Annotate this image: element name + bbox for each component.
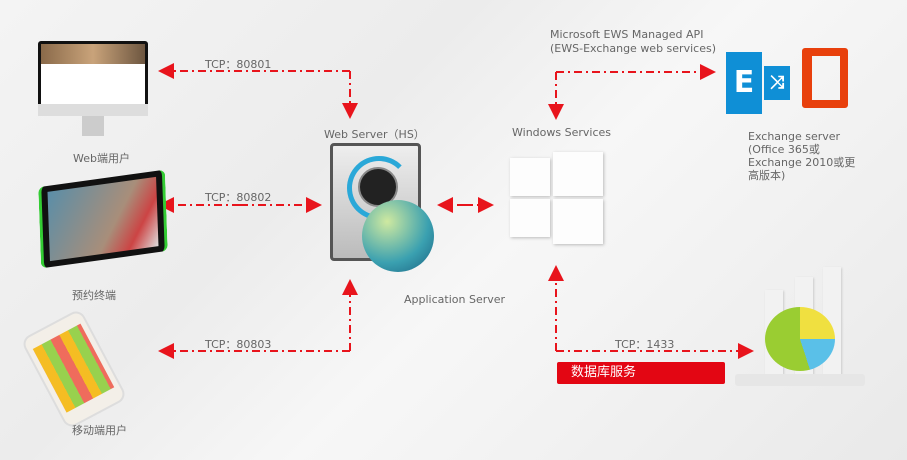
label-ews-desc: (EWS-Exchange web services) (550, 42, 716, 55)
exchange-line-3: Exchange 2010或更 (748, 156, 856, 169)
label-tcp-80802: TCP：80802 (205, 191, 272, 204)
label-kiosk: 预约终端 (72, 289, 116, 302)
label-mobile-user: 移动端用户 (72, 424, 127, 437)
office-icon (802, 48, 848, 108)
db-service-label: 数据库服务 (571, 365, 637, 380)
monitor-icon (38, 41, 148, 116)
db-service-badge: 数据库服务 (557, 362, 725, 384)
label-tcp-1433: TCP：1433 (615, 338, 675, 351)
label-web-server: Web Server（HS） (324, 128, 425, 141)
exchange-line-1: Exchange server (748, 130, 841, 143)
database-chart-icon (735, 262, 865, 390)
label-windows-services: Windows Services (512, 126, 611, 139)
label-exchange-server: Exchange server (Office 365或 Exchange 20… (748, 130, 855, 182)
exchange-icon: E ⤨ (726, 52, 790, 114)
label-web-user: Web端用户 (73, 152, 130, 165)
exchange-line-4: 高版本) (748, 169, 786, 182)
monitor-stand (82, 116, 104, 136)
exchange-line-2: (Office 365或 (748, 143, 820, 156)
label-tcp-80803: TCP：80803 (205, 338, 272, 351)
label-tcp-80801: TCP：80801 (205, 58, 272, 71)
globe-gear-icon (362, 200, 434, 272)
windows-logo-icon (510, 150, 605, 245)
label-ews-api: Microsoft EWS Managed API (550, 28, 704, 41)
label-app-server: Application Server (404, 293, 506, 306)
